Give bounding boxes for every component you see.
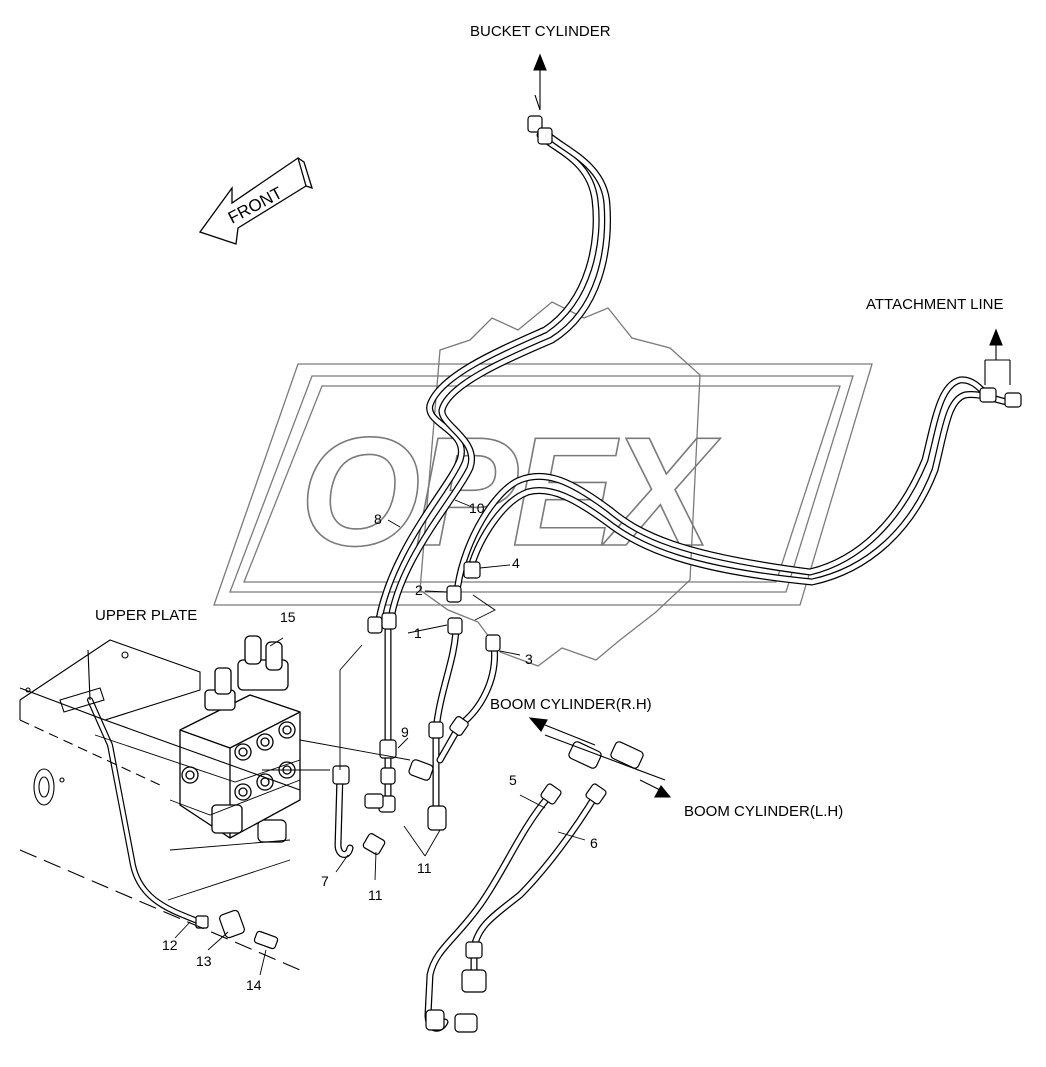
fitting-5b [425,1009,445,1031]
part-number-13: 13 [196,953,212,969]
fitting-7 [332,765,350,785]
fitting-9a [379,739,397,759]
part-number-5: 5 [509,772,517,788]
fitting-5 [540,783,562,805]
fitting-10 [381,612,397,630]
front-arrow: FRONT [198,156,313,245]
part-number-4: 4 [512,555,520,571]
watermark-frame-inner [229,375,854,593]
part-number-7: 7 [321,873,329,889]
part-number-14: 14 [246,977,262,993]
leader-lines [94,499,586,976]
pipes [87,131,1019,1032]
fitting-valve-side [257,819,287,843]
part-number-2: 2 [415,582,423,598]
label-attachment-line: ATTACHMENT LINE [866,296,1004,313]
fitting-11c [362,833,386,855]
label-boom-cylinder-rh: BOOM CYLINDER(R.H) [490,696,652,713]
part-number-10: 10 [469,500,485,516]
label-boom-cylinder-lh: BOOM CYLINDER(L.H) [684,803,844,820]
fitting-11b [427,805,447,831]
part-number-1: 1 [414,625,422,641]
fitting-6c [461,969,487,993]
fitting-2 [446,585,462,603]
label-bucket-cylinder: BUCKET CYLINDER [470,23,611,40]
fitting-tee-rh [568,741,602,769]
attachment-line-upper [454,376,994,589]
bolt-14 [253,930,279,950]
fitting-4 [463,561,481,579]
watermark-frame-inner2 [243,385,841,583]
bucket-line-10 [386,131,611,629]
bucket-line-8 [374,131,600,629]
fitting-tee-lh [610,741,644,769]
fitting-attach-2 [1004,392,1022,408]
label-upper-plate: UPPER PLATE [95,607,198,624]
fitting-1b [428,721,444,739]
part-number-12: 12 [162,937,178,953]
fitting-5c [454,1013,478,1033]
part-number-15: 15 [280,609,296,625]
direction-arrows [528,53,1011,798]
part-number-9: 9 [401,724,409,740]
front-label: FRONT [225,183,286,227]
fitting-11a [364,793,384,809]
part-number-11-a: 11 [417,860,432,876]
pipe-7 [334,771,354,858]
part-number-6: 6 [590,835,598,851]
fitting-1 [447,617,463,635]
attachment-line-lower [466,391,1019,586]
fittings [195,115,1022,1033]
fitting-attach-1 [979,387,997,403]
pipe-6 [470,791,600,979]
part-number-11-b: 11 [368,887,383,903]
fitting-9b [380,767,396,785]
opex-watermark-logo: OPEX [213,301,873,667]
fitting-elbow-9 [408,759,434,781]
fitting-8 [367,616,383,634]
fitting-6b [465,941,483,959]
upper-plate [19,639,301,971]
control-valve [179,635,301,839]
fitting-3b [449,716,469,736]
fitting-13 [219,909,245,939]
part-number-3: 3 [525,651,533,667]
watermark-gear [419,301,701,667]
fitting-bucket-1 [527,115,543,133]
part-number-8: 8 [374,511,382,527]
pipe-5 [424,791,554,1032]
pipe-12 [87,697,203,925]
fitting-3 [485,634,501,652]
fitting-bucket-2 [537,127,553,145]
watermark-frame-outer [213,363,873,606]
fitting-6 [585,783,607,805]
